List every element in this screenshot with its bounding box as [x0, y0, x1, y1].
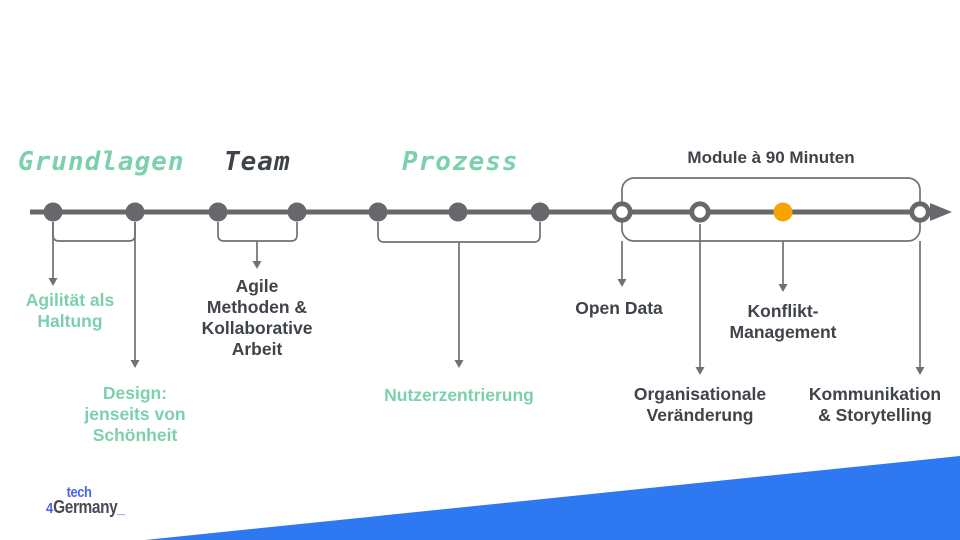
- topic-label-open-data: Open Data: [575, 298, 663, 318]
- connector-arrowheads: [48, 261, 925, 375]
- timeline-dot-filled: [43, 202, 63, 222]
- timeline-dot-highlight: [773, 202, 793, 222]
- section-header-grundlagen: Grundlagen: [18, 147, 185, 177]
- timeline-dot-filled: [125, 202, 145, 222]
- bracket-grundlagen: [52, 222, 136, 242]
- section-header-prozess: Prozess: [402, 147, 519, 177]
- bracket-prozess: [377, 222, 541, 243]
- topic-label-nutzerzentrierung: Nutzerzentrierung: [384, 385, 534, 405]
- logo-4: 4: [46, 500, 54, 517]
- timeline-dots: [43, 201, 931, 223]
- topic-label-agile-methoden: Agile Methoden & Kollaborative Arbeit: [201, 276, 313, 359]
- timeline-dot-filled: [287, 202, 307, 222]
- module-box-title: Module à 90 Minuten: [687, 148, 855, 167]
- section-header-team: Team: [224, 147, 291, 177]
- timeline-dot-open: [689, 201, 711, 223]
- topic-label-kommunikation-storytelling: Kommunikation & Storytelling: [808, 384, 942, 425]
- timeline-arrowhead-icon: [930, 203, 952, 221]
- logo-name: Germany: [53, 497, 118, 517]
- logo-germany-text: 4Germany_: [46, 497, 149, 517]
- logo-underscore: _: [117, 500, 125, 517]
- logo-tech-text: tech: [66, 484, 92, 501]
- topic-label-design-jenseits-von-schoenheit: Design: jenseits von Schönheit: [84, 383, 186, 445]
- footer-accent-band: [145, 456, 960, 540]
- timeline-dot-filled: [368, 202, 388, 222]
- timeline-dot-open: [611, 201, 633, 223]
- bracket-team: [217, 222, 298, 242]
- topic-label-konflikt-management: Konflikt- Management: [729, 301, 837, 342]
- timeline-dot-filled: [530, 202, 550, 222]
- tech4germany-logo: tech 4Germany_: [46, 484, 166, 517]
- timeline-dot-filled: [448, 202, 468, 222]
- timeline-dot-open: [909, 201, 931, 223]
- topic-label-agilitaet-als-haltung: Agilität als Haltung: [25, 290, 115, 331]
- topic-label-organisationale-veraenderung: Organisationale Veränderung: [633, 384, 767, 425]
- timeline-dot-filled: [208, 202, 228, 222]
